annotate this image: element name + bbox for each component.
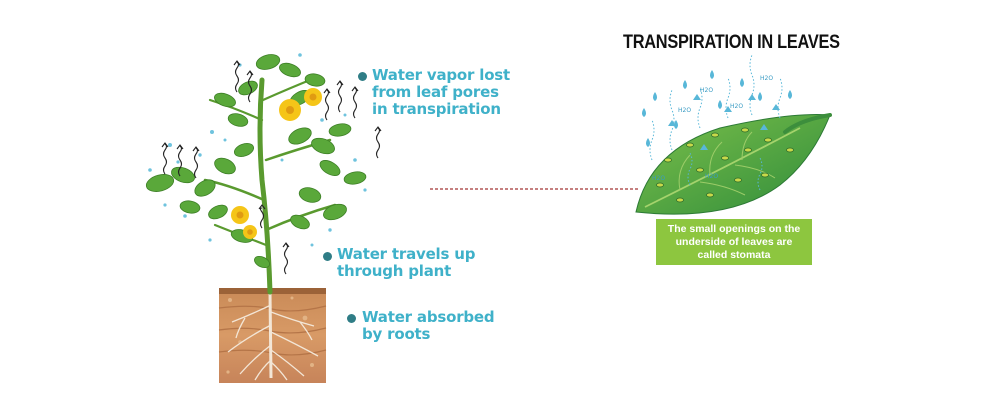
bullet-vapor [358, 72, 367, 81]
label-line: in transpiration [372, 100, 501, 118]
label-line: by roots [362, 325, 431, 343]
bullet-absorb [347, 314, 356, 323]
note-line: The small openings on the [667, 223, 801, 235]
plant-leaves [145, 54, 367, 269]
plant-stem [203, 76, 337, 295]
roots [227, 291, 319, 381]
h2o-label: H2O [652, 175, 665, 182]
vapor-arrow-icon [233, 60, 241, 93]
plant-flowers [231, 88, 322, 239]
diagram-title: TRANSPIRATION IN LEAVES [623, 32, 840, 53]
h2o-label: H2O [678, 107, 691, 114]
stomata-note-box: The small openings on the underside of l… [656, 219, 812, 265]
label-line: Water travels up [337, 245, 476, 263]
h2o-label: H2O [705, 173, 718, 180]
note-line: called stomata [697, 249, 771, 261]
label-water-absorbed: Water absorbed by roots [362, 308, 495, 343]
leaf-water-vapor: H2O H2O H2O H2O H2O H2O [642, 54, 792, 191]
label-water-vapor: Water vapor lost from leaf pores in tran… [372, 67, 510, 118]
h2o-label: H2O [730, 103, 743, 110]
note-line: underside of leaves are [675, 236, 793, 248]
water-droplet-icon [642, 70, 792, 147]
label-line: Water vapor lost [372, 66, 511, 84]
leaf-illustration [635, 113, 832, 215]
bullet-travel [323, 252, 332, 261]
stomata-pores [656, 127, 794, 203]
label-line: from leaf pores [372, 83, 499, 101]
h2o-label: H2O [760, 75, 773, 82]
label-water-travels: Water travels up through plant [337, 246, 475, 280]
h2o-label: H2O [700, 87, 713, 94]
label-line: through plant [337, 262, 452, 280]
water-droplets [148, 53, 367, 247]
vapor-arrows [161, 60, 382, 275]
label-line: Water absorbed [362, 308, 495, 326]
